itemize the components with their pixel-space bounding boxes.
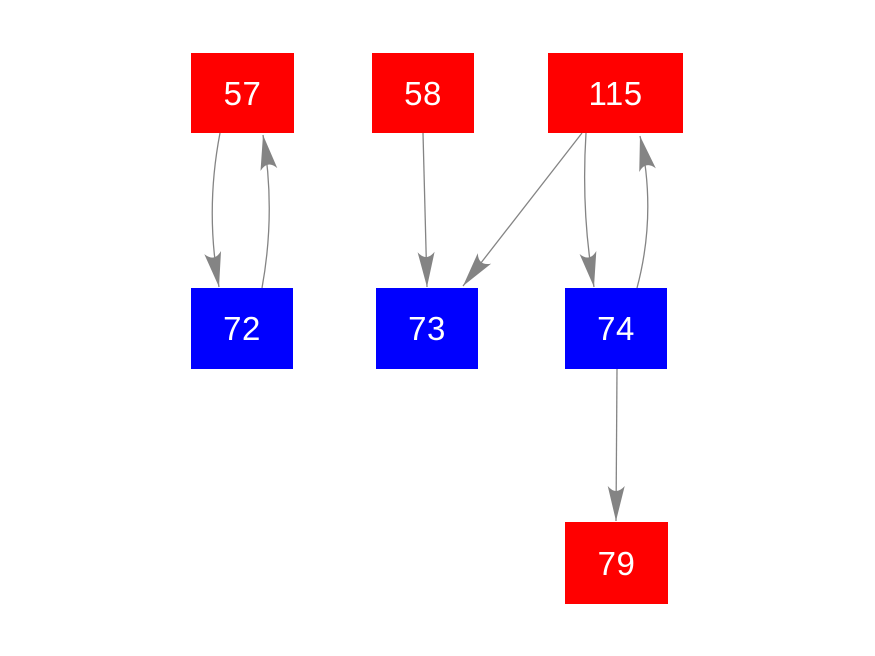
node-label-73: 73 [408, 310, 446, 347]
node-label-115: 115 [588, 74, 643, 112]
node-label-74: 74 [597, 310, 635, 347]
edge-74-to-79 [607, 368, 625, 522]
node-label-72: 72 [223, 310, 261, 347]
edge-74-to-115 [636, 135, 656, 289]
edge-115-to-73 [462, 132, 583, 287]
node-58[interactable]: 58 [372, 53, 474, 133]
node-57[interactable]: 57 [191, 53, 294, 133]
node-73[interactable]: 73 [376, 288, 478, 369]
node-79[interactable]: 79 [565, 522, 668, 604]
node-72[interactable]: 72 [191, 288, 293, 369]
node-label-79: 79 [597, 544, 636, 582]
edge-72-to-57 [260, 134, 278, 289]
edge-58-to-73 [417, 132, 435, 288]
node-115[interactable]: 115 [548, 53, 683, 133]
node-label-58: 58 [404, 74, 442, 112]
edge-115-to-74 [579, 132, 597, 288]
node-label-57: 57 [223, 74, 262, 112]
node-74[interactable]: 74 [565, 288, 667, 369]
edge-57-to-72 [204, 132, 222, 288]
